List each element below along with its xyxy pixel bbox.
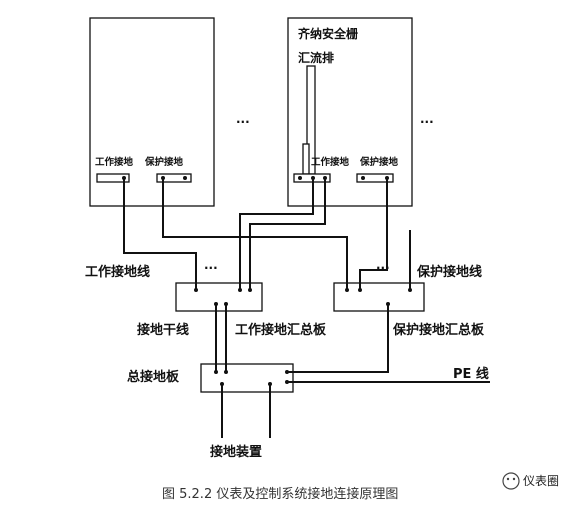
label-protect-ground-right: 保护接地 (359, 156, 399, 168)
label-grounding-device: 接地装置 (210, 444, 262, 460)
watermark-text: 仪表圈 (523, 474, 559, 488)
busbar-inner-bar (302, 143, 310, 175)
label-work-ground-line: 工作接地线 (85, 264, 150, 280)
label-safety-barrier: 齐纳安全栅 (298, 26, 358, 41)
ellipsis-work-busbar: ··· (204, 261, 218, 275)
right-protect-terminal (356, 173, 394, 183)
wechat-icon (502, 472, 520, 490)
label-protect-ground-busbar: 保护接地汇总板 (392, 322, 485, 338)
ellipsis-top-middle: ··· (236, 115, 250, 129)
left-work-terminal (96, 173, 130, 183)
figure-caption: 图 5.2.2 仪表及控制系统接地连接原理图 (162, 486, 398, 502)
label-pe-line: PE 线 (453, 366, 489, 382)
label-work-ground-busbar: 工作接地汇总板 (235, 322, 327, 338)
label-ground-trunk: 接地干线 (137, 322, 189, 338)
label-main-ground-plate: 总接地板 (127, 369, 180, 385)
label-protect-ground-left: 保护接地 (144, 156, 184, 168)
ellipsis-top-right: ··· (420, 115, 434, 129)
label-busbar: 汇流排 (298, 50, 334, 65)
work-ground-busbar-box (175, 282, 263, 312)
left-protect-terminal (156, 173, 192, 183)
label-protect-ground-line: 保护接地线 (416, 264, 482, 280)
main-plate-dots (214, 370, 289, 386)
label-work-ground-right: 工作接地 (311, 156, 350, 168)
ellipsis-protect-busbar: ··· (376, 261, 390, 275)
wire-right-protect (359, 178, 388, 290)
label-work-ground-left: 工作接地 (95, 156, 134, 168)
wire-left-protect (162, 178, 348, 290)
wire-right-work-1 (239, 178, 314, 290)
watermark: 仪表圈 (502, 472, 559, 490)
wire-protect-to-main (287, 304, 389, 373)
wire-left-work (123, 178, 197, 290)
main-ground-plate-box (200, 363, 294, 393)
wire-right-work-2 (249, 178, 326, 290)
